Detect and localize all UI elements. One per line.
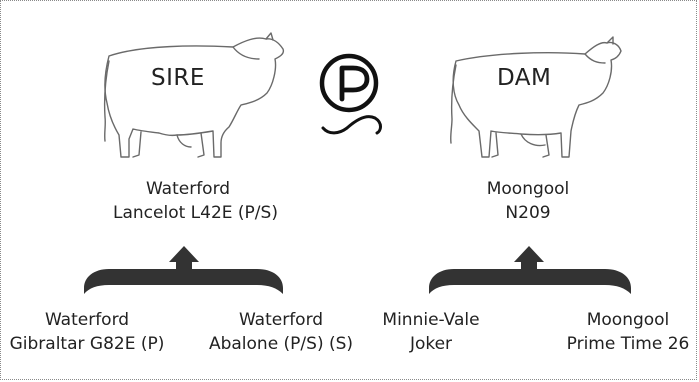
sire-cow-icon (103, 32, 285, 158)
sire-dam-line1: Waterford (238, 310, 324, 330)
sire-label: SIRE (151, 65, 205, 91)
dam-sire-name: Minnie-Vale Joker (371, 308, 491, 356)
sire-sire-line1: Waterford (44, 310, 130, 330)
sire-dam-line2: Abalone (P/S) (S) (208, 334, 354, 354)
sire-sire-name: Waterford Gibraltar G82E (P) (7, 308, 167, 356)
poll-symbol-icon (319, 53, 382, 135)
sire-bracket-arrow-icon (84, 246, 283, 294)
sire-name-line1: Waterford (145, 179, 231, 199)
dam-cow-icon (450, 36, 622, 158)
dam-name: Moongool N209 (453, 177, 603, 225)
sire-name-line2: Lancelot L42E (P/S) (113, 203, 278, 223)
dam-sire-line2: Joker (409, 334, 453, 354)
dam-bracket-arrow-icon (429, 246, 631, 294)
dam-dam-line2: Prime Time 26 (566, 334, 690, 354)
dam-name-line2: N209 (505, 203, 551, 223)
dam-name-line1: Moongool (486, 179, 570, 199)
dam-sire-line1: Minnie-Vale (382, 310, 480, 330)
sire-name: Waterford Lancelot L42E (P/S) (113, 177, 278, 225)
sire-sire-line2: Gibraltar G82E (P) (9, 334, 165, 354)
sire-dam-name: Waterford Abalone (P/S) (S) (201, 308, 361, 356)
dam-dam-line1: Moongool (586, 310, 670, 330)
dam-dam-name: Moongool Prime Time 26 (563, 308, 693, 356)
dam-label: DAM (497, 65, 552, 91)
